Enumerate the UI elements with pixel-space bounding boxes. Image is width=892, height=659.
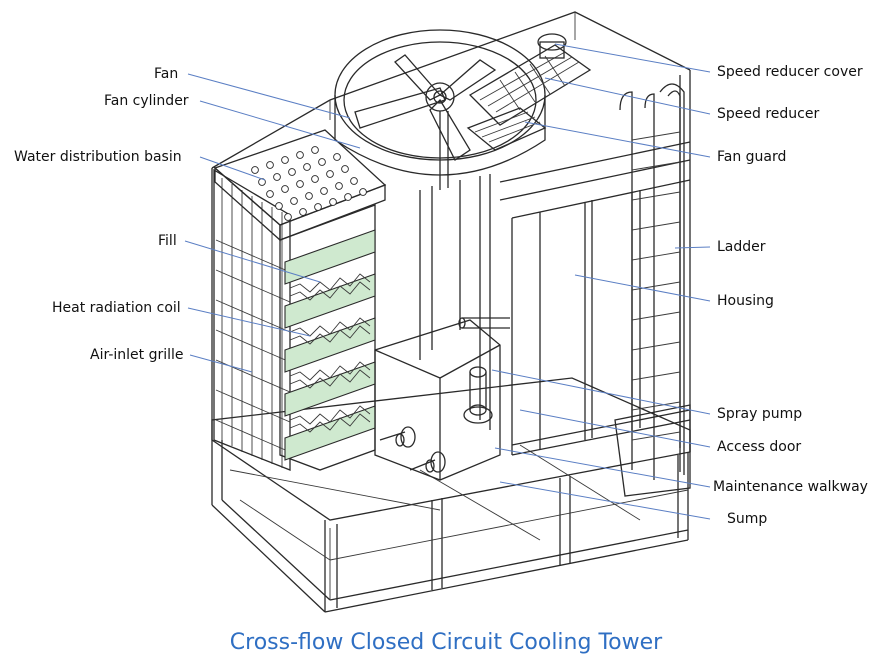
ladder-drawing xyxy=(614,83,691,497)
label-fan: Fan xyxy=(154,66,179,82)
leader-lines xyxy=(184,43,711,520)
diagram-title: Cross-flow Closed Circuit Cooling Tower xyxy=(229,630,663,655)
label-heat-radiation-coil: Heat radiation coil xyxy=(52,300,181,316)
housing-box xyxy=(211,11,691,456)
fan-assembly xyxy=(334,29,546,190)
fan-guard-and-reducer xyxy=(466,33,592,151)
label-sump: Sump xyxy=(727,511,768,527)
label-access-door: Access door xyxy=(717,439,802,455)
fill-media-blocks xyxy=(284,229,376,461)
label-speed-reducer: Speed reducer xyxy=(717,106,820,122)
label-maintenance-walkway: Maintenance walkway xyxy=(713,479,868,495)
water-distribution-basin-drawing xyxy=(213,129,387,242)
fill-and-coil-stack xyxy=(279,204,376,471)
label-fan-cylinder: Fan cylinder xyxy=(104,93,189,109)
label-fill: Fill xyxy=(158,233,177,249)
label-speed-reducer-cover: Speed reducer cover xyxy=(717,64,863,80)
pump-and-piping xyxy=(374,317,510,481)
label-fan-guard: Fan guard xyxy=(717,149,787,165)
air-inlet-grille-drawing xyxy=(213,168,291,471)
label-spray-pump: Spray pump xyxy=(717,406,803,422)
label-water-distribution-basin: Water distribution basin xyxy=(14,149,182,165)
label-ladder: Ladder xyxy=(717,239,766,255)
base-frame xyxy=(211,377,691,613)
label-housing: Housing xyxy=(717,293,774,309)
label-air-inlet-grille: Air-inlet grille xyxy=(90,347,184,363)
